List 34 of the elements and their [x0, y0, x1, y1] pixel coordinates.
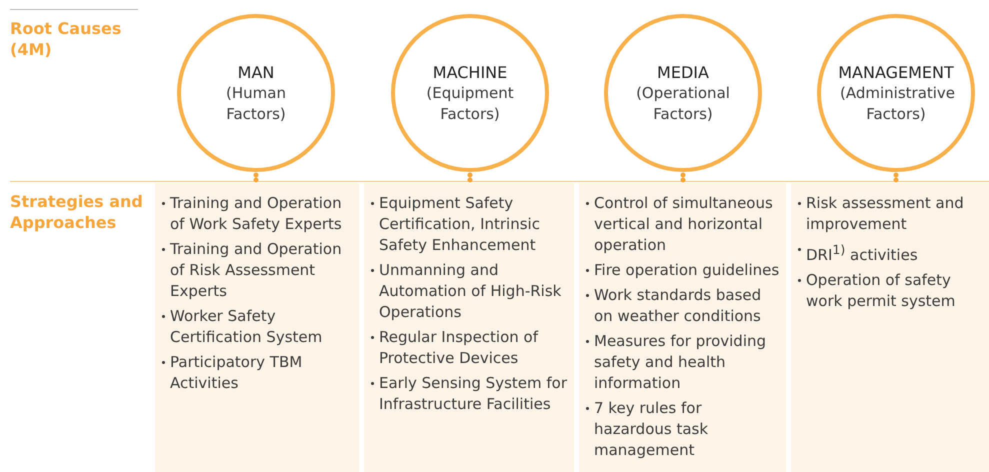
circle-heading: MACHINE [432, 62, 508, 82]
circle-heading: MANAGEMENT [838, 62, 954, 82]
strategy-panel [579, 183, 786, 472]
connector-line [254, 172, 258, 182]
list-item: Participatory TBM Activities [170, 352, 304, 394]
strategy-panel [155, 183, 359, 472]
list-item: Training and Operation of Risk Assessment Experts [170, 239, 343, 302]
list-item: Operation of safety work permit system [806, 270, 956, 312]
list-item: Work standards based on weather conditions [594, 285, 762, 327]
list-item: Regular Inspection of Protective Devices [379, 327, 540, 369]
list-item: Fire operation guidelines [594, 260, 780, 281]
list-item: Training and Operation of Work Safety Experts [170, 193, 343, 235]
connector-line [680, 172, 686, 182]
connector-line [468, 172, 472, 182]
circle-text: (Administrative Factors) [840, 82, 952, 124]
list-item: Control of simultaneous vertical and horizontal operation [594, 193, 774, 256]
list-item: Unmanning and Automation of High-Risk Operations [379, 260, 562, 323]
list-item: Early Sensing System for Infrastructure Facilities [379, 373, 568, 415]
list-item: DRI$^{1)}$ activities [806, 241, 919, 266]
circle-heading: MAN [238, 62, 274, 82]
connector-line [894, 172, 898, 182]
circle-heading: MEDIA [657, 62, 709, 82]
strategy-panel [791, 183, 989, 472]
row-heading: Strategies and Approaches [10, 191, 144, 233]
list-item: Worker Safety Certification System [170, 306, 324, 348]
list-item: Equipment Safety Certification, Intrinsic Safety Enhancement [379, 193, 541, 256]
circle-text: (Equipment Factors) [425, 82, 515, 124]
circle-text: (Operational Factors) [635, 82, 731, 124]
strategy-panel [364, 183, 574, 472]
list-item: Measures for providing safety and health information [594, 331, 768, 394]
list-item: Risk assessment and improvement [806, 193, 965, 235]
list-item: 7 key rules for hazardous task management [594, 398, 710, 461]
circle-text: (Human Factors) [225, 82, 287, 124]
row-heading: Root Causes (4M) [10, 18, 122, 60]
